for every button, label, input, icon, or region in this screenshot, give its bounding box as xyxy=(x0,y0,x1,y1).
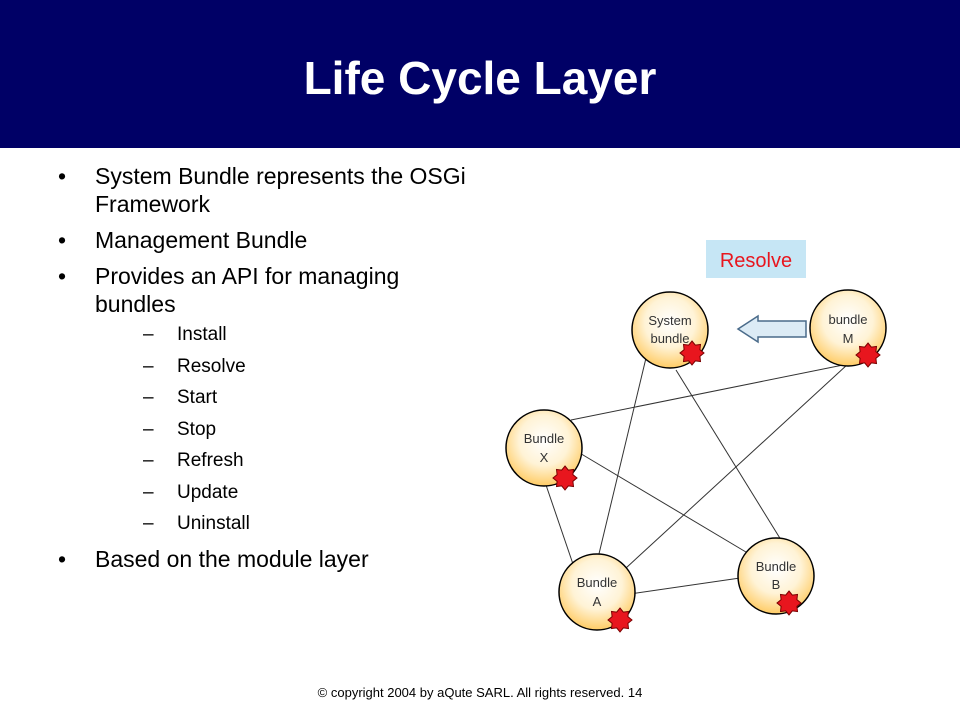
bundle-state-star-icon xyxy=(607,607,633,633)
bullet-item: • System Bundle represents the OSGi Fram… xyxy=(58,162,478,218)
resolve-arrow-icon xyxy=(736,314,807,344)
sub-bullet-item: – Install xyxy=(95,324,478,346)
dash-glyph: – xyxy=(143,387,154,408)
bundle-state-star-icon xyxy=(855,342,881,368)
node-label-line2: A xyxy=(593,594,602,609)
node-label-line1: Bundle xyxy=(524,431,564,446)
bullet-item: • Based on the module layer xyxy=(58,545,478,573)
bullet-glyph: • xyxy=(58,263,67,289)
bullet-text: System Bundle represents the OSGi Framew… xyxy=(95,163,466,217)
bullet-glyph: • xyxy=(58,163,67,189)
node-label-line1: Bundle xyxy=(577,575,617,590)
sub-bullet-item: – Stop xyxy=(95,419,478,441)
edge-x-a xyxy=(545,484,575,568)
bullet-item: • Management Bundle xyxy=(58,226,478,254)
sub-bullet-item: – Uninstall xyxy=(95,513,478,535)
node-label-line2: B xyxy=(772,577,781,592)
sub-bullet-text: Stop xyxy=(177,418,217,440)
sub-bullet-text: Resolve xyxy=(177,355,246,377)
node-bundle-b: Bundle B xyxy=(737,537,815,615)
edge-a-b xyxy=(629,577,741,595)
node-label-line2: X xyxy=(540,450,549,465)
edge-m-a xyxy=(625,363,849,569)
node-label-line1: System xyxy=(648,313,691,328)
sub-bullet-item: – Start xyxy=(95,387,478,409)
edge-m-x xyxy=(570,363,849,421)
edge-system-b xyxy=(675,369,787,549)
bullet-item: • Provides an API for managing bundles –… xyxy=(58,262,478,535)
title-bar: Life Cycle Layer xyxy=(0,0,960,148)
sub-bullet-text: Refresh xyxy=(177,450,244,471)
bundle-state-star-icon xyxy=(552,465,578,491)
sub-bullet-item: – Resolve xyxy=(95,356,478,378)
sub-bullet-item: – Refresh xyxy=(95,450,478,472)
resolve-label: Resolve xyxy=(720,250,792,272)
dash-glyph: – xyxy=(143,324,154,345)
bullet-text: Based on the module layer xyxy=(95,545,369,572)
sub-bullet-list: –Install –Resolve –Start –Stop –Refresh … xyxy=(95,324,478,535)
dash-glyph: – xyxy=(143,450,154,471)
edge-system-a xyxy=(597,357,647,559)
node-bundle-x: Bundle X xyxy=(505,409,583,487)
bullet-glyph: • xyxy=(58,227,67,253)
dash-glyph: – xyxy=(143,418,154,440)
bullet-text: Provides an API for managing bundles xyxy=(95,263,400,317)
sub-bullet-text: Start xyxy=(177,387,218,408)
node-label-line2: M xyxy=(843,331,854,346)
bundle-state-star-icon xyxy=(679,340,705,366)
dependency-lines xyxy=(545,357,849,595)
node-label-line1: Bundle xyxy=(756,559,796,574)
edge-x-b xyxy=(577,451,757,559)
slide-title: Life Cycle Layer xyxy=(303,52,657,104)
node-label-line2: bundle xyxy=(650,331,689,346)
state-stars xyxy=(552,340,881,633)
bundle-state-star-icon xyxy=(776,590,802,616)
resolve-label-box xyxy=(706,240,806,278)
dash-glyph: – xyxy=(143,513,154,534)
sub-bullet-text: Install xyxy=(177,324,227,345)
bullet-glyph: • xyxy=(58,545,67,572)
sub-bullet-text: Update xyxy=(177,481,239,503)
bullet-text: Management Bundle xyxy=(95,227,308,253)
dash-glyph: – xyxy=(143,355,154,377)
sub-bullet-item: – Update xyxy=(95,482,478,504)
footer-copyright: © copyright 2004 by aQute SARL. All righ… xyxy=(317,685,643,700)
node-label-line1: bundle xyxy=(828,312,867,327)
node-bundle-a: Bundle A xyxy=(558,553,636,631)
bullet-list: • System Bundle represents the OSGi Fram… xyxy=(58,162,478,581)
sub-bullet-text: Uninstall xyxy=(177,513,250,534)
dash-glyph: – xyxy=(143,481,154,503)
